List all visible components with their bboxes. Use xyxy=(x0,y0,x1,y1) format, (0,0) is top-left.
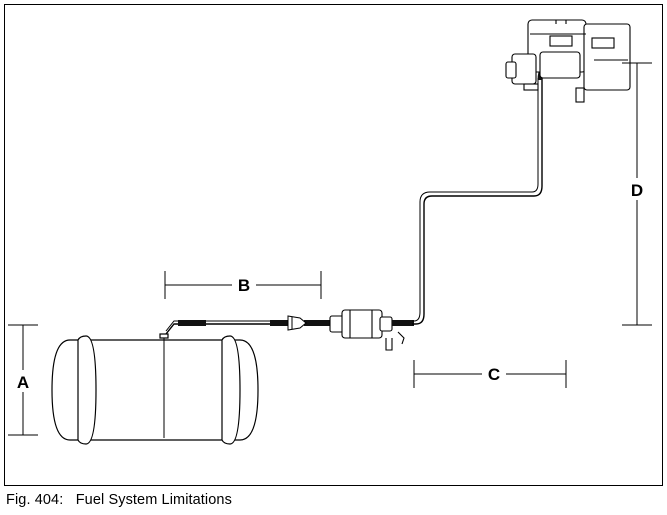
heater-unit xyxy=(506,20,630,102)
fuel-tank xyxy=(52,334,258,444)
caption-number: Fig. 404: xyxy=(6,492,63,508)
caption-title: Fuel System Limitations xyxy=(76,492,232,508)
inline-filter xyxy=(288,316,306,330)
dimension-a-label: A xyxy=(17,373,29,392)
fuel-line-pump-to-heater xyxy=(412,64,552,324)
figure-caption: Fig. 404: Fuel System Limitations xyxy=(6,492,232,508)
dimension-d-label: D xyxy=(631,181,643,200)
dimension-b-label: B xyxy=(238,276,250,295)
dimension-c-label: C xyxy=(488,365,500,384)
fuel-system-diagram: A B C D xyxy=(0,0,667,490)
fuel-pump xyxy=(330,310,414,350)
fuel-line-tank-to-pump xyxy=(166,321,340,334)
